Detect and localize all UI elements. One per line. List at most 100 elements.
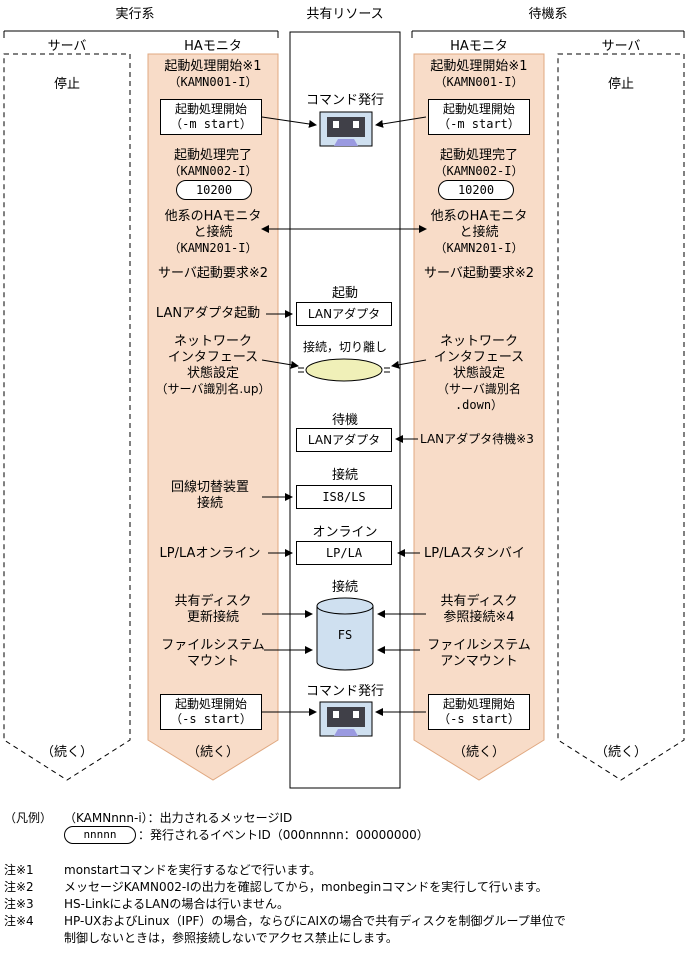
note-2-mark: 注※2 [4,880,34,894]
command-device-1 [319,111,373,147]
legend-title: （凡例） [4,811,53,825]
note-4-text-cont: 制御しないときは，参照接続しないでアクセス禁止にします。 [64,931,398,945]
left-done-code: （KAMN002-I） [168,164,258,178]
left-server-req: サーバ起動要求※2 [157,266,269,281]
note-3-mark: 注※3 [4,897,34,911]
note-3-text: HS-LinkによるLANの場合は行いません。 [64,897,289,911]
right-fs-2: アンマウント [440,654,518,669]
right-ha-lane [413,53,545,781]
right-start-box-m: 起動処理開始 （-m start） [428,99,530,135]
left-ha-cont: （続く） [186,745,239,760]
center-is8: IS8/LS [296,485,392,509]
left-connect-code: （KAMN201-I） [168,241,258,255]
arrow-right-cmd1 [375,116,427,128]
right-server-title: サーバ [601,39,641,54]
left-line-2: 接続 [196,496,223,511]
right-start-msg: 起動処理開始※1 [430,59,528,74]
center-lan-adapter-2: LANアダプタ [296,428,392,452]
right-connect-code: （KAMN201-I） [434,241,524,255]
legend-event-desc: ：発行されるイベントID（000nnnnn：00000000） [138,828,429,842]
left-net-4: （サーバ識別名.up） [155,382,271,396]
note-4-text: HP-UXおよびLinux（IPF）の場合，ならびにAIXの場合で共有ディスクを… [64,914,566,928]
right-net-5: .down） [454,398,504,412]
left-line-1: 回線切替装置 [170,480,249,495]
right-s-box-option: （-s start） [438,712,520,726]
left-net-3: 状態設定 [186,366,239,381]
right-lp-standby: LP/LAスタンバイ [424,546,525,561]
left-start-box-option: （-m start） [170,117,252,131]
left-ha-title: HAモニタ [184,39,242,54]
left-event-id: 10200 [176,180,252,200]
right-server-cont: （続く） [594,745,647,760]
right-net-3: 状態設定 [452,366,505,381]
note-1-mark: 注※1 [4,863,34,877]
center-connect-detach: 接続，切り離し [302,340,387,354]
right-start-box-s: 起動処理開始 （-s start） [428,694,530,730]
header-standby-system: 待機系 [528,7,568,22]
right-server-req: サーバ起動要求※2 [423,266,535,281]
right-lan-standby: LANアダプタ待機※3 [420,432,534,446]
left-net-1: ネットワーク [173,334,252,349]
center-standby-label: 待機 [331,413,358,428]
header-active-system: 実行系 [115,7,155,22]
center-start-label: 起動 [331,286,358,301]
right-server-lane [557,53,685,781]
note-1-text: monstartコマンドを実行するなどで行います。 [64,863,322,877]
left-disk-2: 更新接続 [186,610,239,625]
left-connect-2: と接続 [193,225,233,240]
left-lan-start: LANアダプタ起動 [155,306,261,321]
center-connect-label-2: 接続 [331,580,358,595]
arrow-left-cmd1 [261,116,317,128]
left-start-code: （KAMN001-I） [168,75,258,89]
left-start-box-s: 起動処理開始 （-s start） [160,694,262,730]
left-net-2: インタフェース [167,350,259,365]
left-ha-lane [147,53,279,781]
center-lan-adapter-1: LANアダプタ [296,302,392,326]
right-event-id: 10200 [438,180,514,200]
left-disk-1: 共有ディスク [174,594,252,609]
left-start-box-m: 起動処理開始 （-m start） [160,99,262,135]
left-start-box-label: 起動処理開始 [174,102,247,116]
header-shared-resource: 共有リソース [306,7,384,22]
left-s-box-label: 起動処理開始 [174,697,247,711]
right-done-code: （KAMN002-I） [434,164,524,178]
right-disk-1: 共有ディスク [440,594,518,609]
right-net-2: インタフェース [433,350,525,365]
arrow-net-up [261,359,299,369]
center-fs: FS [337,628,353,642]
legend-msg-format: （KAMNnnn-i）：出力されるメッセージID [64,811,293,825]
center-connect-label-1: 接続 [331,468,358,483]
left-server-cont: （続く） [40,745,93,760]
right-server-status: 停止 [607,77,634,92]
left-server-title: サーバ [47,39,87,54]
right-s-box-label: 起動処理開始 [442,697,515,711]
left-lp-online: LP/LAオンライン [159,546,261,561]
right-net-4: （サーバ識別名 [437,382,521,396]
left-start-msg: 起動処理開始※1 [164,59,262,74]
center-cmd-1: コマンド発行 [305,93,384,108]
right-done: 起動処理完了 [439,148,518,163]
note-2-text: メッセージKAMN002-Iの出力を確認してから，monbeginコマンドを実行… [64,880,548,894]
right-start-box-label: 起動処理開始 [442,102,515,116]
right-connect-1: 他系のHAモニタ [430,209,528,224]
right-ha-title: HAモニタ [450,39,508,54]
right-start-code: （KAMN001-I） [434,75,524,89]
center-online-label: オンライン [312,525,378,540]
left-s-box-option: （-s start） [170,712,252,726]
right-ha-cont: （続く） [452,745,505,760]
center-cmd-2: コマンド発行 [305,684,384,699]
left-fs-1: ファイルシステム [161,638,265,653]
right-net-1: ネットワーク [439,334,518,349]
right-start-box-option: （-m start） [438,117,520,131]
command-device-2 [319,701,373,737]
left-done: 起動処理完了 [173,148,252,163]
left-connect-1: 他系のHAモニタ [164,209,262,224]
center-lpla: LP/LA [296,541,392,565]
right-disk-2: 参照接続※4 [443,610,515,625]
right-connect-2: と接続 [459,225,499,240]
legend-event-sample: nnnnn [64,826,136,844]
network-interface-ellipse [298,358,390,382]
fs-cylinder [316,597,374,671]
left-server-status: 停止 [53,77,80,92]
